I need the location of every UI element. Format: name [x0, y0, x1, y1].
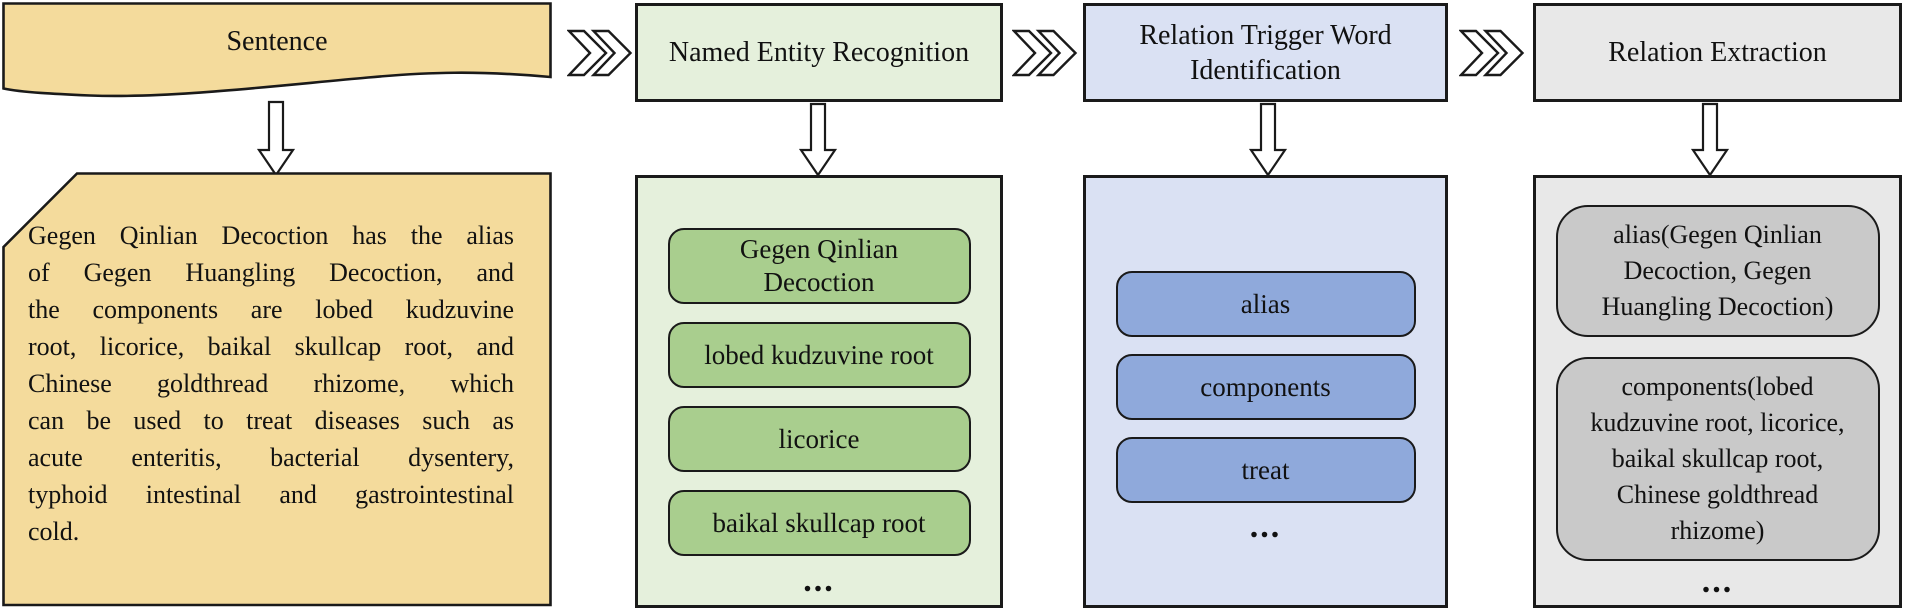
trigger-word-box: alias [1115, 271, 1416, 337]
entity-box: Gegen Qinlian Decoction [667, 228, 971, 304]
sentence-text-line: cold. [28, 517, 80, 546]
down-arrow-icon [1690, 102, 1730, 177]
down-arrow-icon [1248, 102, 1288, 177]
sentence-document-shape [2, 172, 552, 607]
header-relation-trigger-word-identification: Relation Trigger Word Identification [1083, 3, 1448, 102]
sentence-text: Gegen Qinlian Decoction has the alias of… [28, 217, 514, 550]
flow-chevrons-icon [1459, 29, 1525, 77]
sentence-header-label: Sentence [226, 26, 328, 57]
header-relation-extraction: Relation Extraction [1533, 3, 1902, 102]
entity-box: licorice [667, 406, 971, 472]
sentence-text-line: can be used to treat diseases such as [28, 406, 514, 435]
entity-box: baikal skullcap root [667, 490, 971, 556]
ellipsis-more-entities: ... [803, 562, 835, 599]
down-arrow-icon [256, 100, 296, 177]
sentence-text-line: typhoid intestinal and gastrointestinal [28, 480, 514, 509]
flow-chevrons-icon [567, 29, 633, 77]
sentence-banner-shape [2, 2, 552, 98]
trigger-word-box: treat [1115, 437, 1416, 503]
sentence-text-line: the components are lobed kudzuvine [28, 295, 514, 324]
trigger-word-box: components [1115, 354, 1416, 420]
relation-box: alias(Gegen Qinlian Decoction, Gegen Hua… [1555, 205, 1880, 337]
relation-results-container: alias(Gegen Qinlian Decoction, Gegen Hua… [1533, 175, 1902, 608]
trigger-word-results-container: alias components treat ... [1083, 175, 1448, 608]
sentence-text-line: Gegen Qinlian Decoction has the alias [28, 221, 514, 250]
entity-box: lobed kudzuvine root [667, 322, 971, 388]
ner-results-container: Gegen Qinlian Decoction lobed kudzuvine … [635, 175, 1003, 608]
ellipsis-more-triggers: ... [1249, 508, 1282, 545]
down-arrow-icon [798, 102, 838, 177]
relation-box: components(lobed kudzuvine root, licoric… [1555, 357, 1880, 561]
sentence-text-line: acute enteritis, bacterial dysentery, [28, 443, 514, 472]
sentence-text-line: Chinese goldthread rhizome, which [28, 369, 514, 398]
sentence-text-line: root, licorice, baikal skullcap root, an… [28, 332, 514, 361]
header-named-entity-recognition: Named Entity Recognition [635, 3, 1003, 102]
flow-chevrons-icon [1012, 29, 1078, 77]
sentence-text-line: of Gegen Huangling Decoction, and [28, 258, 514, 287]
ellipsis-more-relations: ... [1701, 563, 1734, 600]
